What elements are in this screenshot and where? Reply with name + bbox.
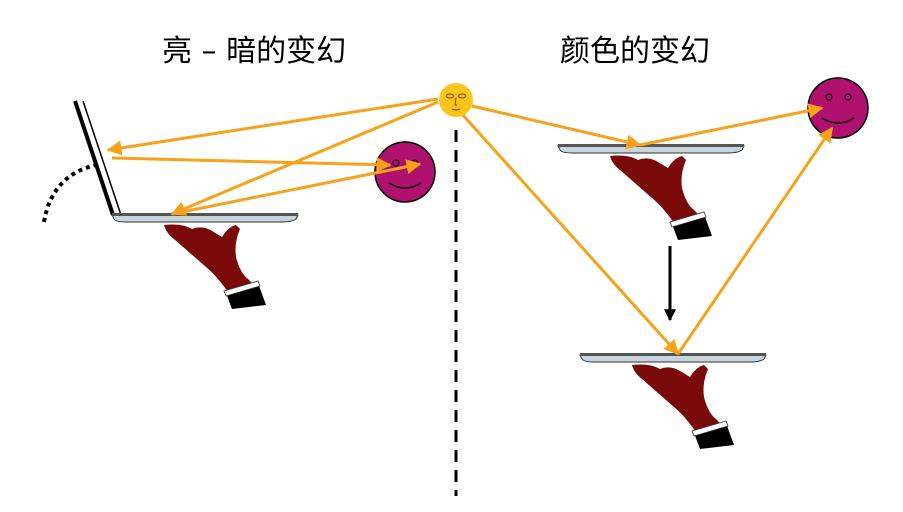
light-rays [106,97,834,356]
title-color-change: 颜色的变幻 [560,34,710,69]
sun-icon: (function(){ var g=document.currentScrip… [439,83,473,117]
rotation-arc-dotted [42,163,97,223]
title-brightness-change: 亮 – 暗的变幻 [162,34,347,69]
hand-with-tray-icon [111,212,299,310]
hand-with-tray-icon [579,352,767,450]
tilted-screen [73,100,122,216]
hand-with-tray-icon [557,143,745,241]
